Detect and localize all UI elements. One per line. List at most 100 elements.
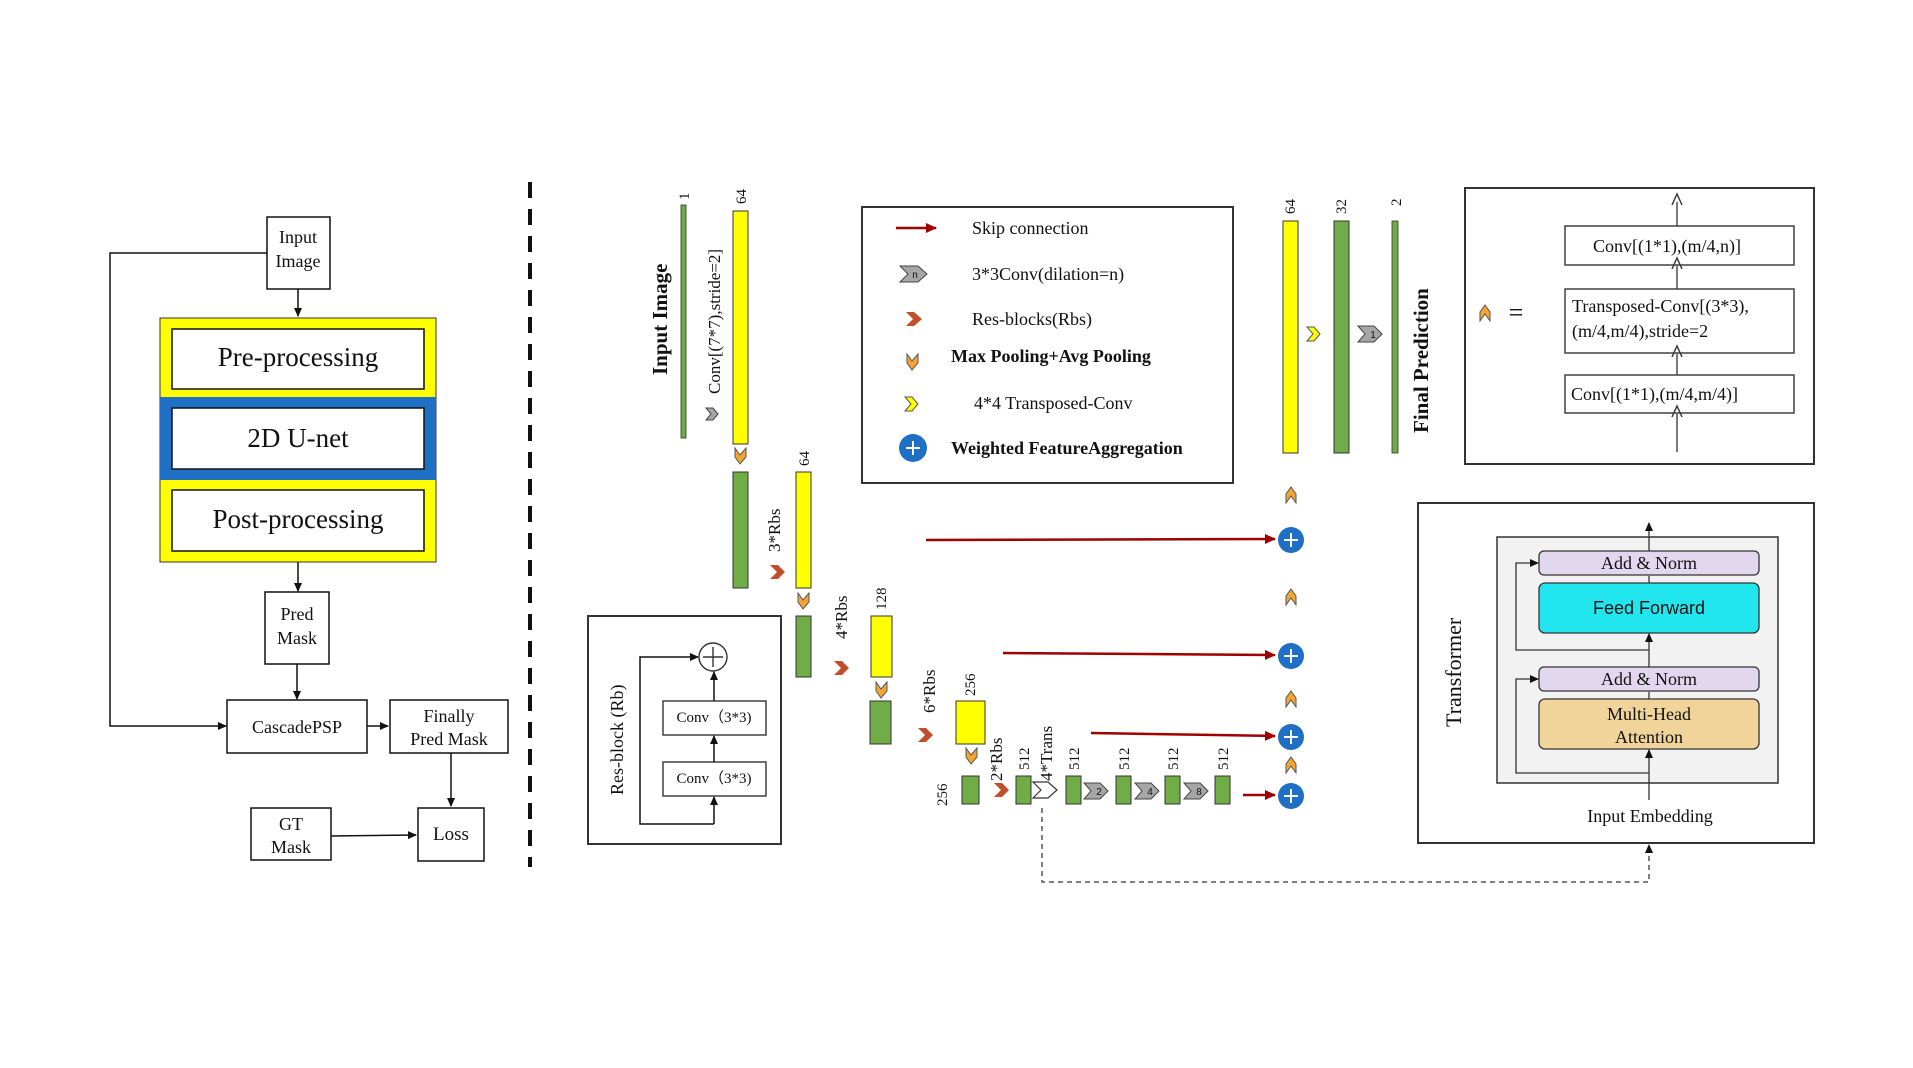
enc-bar-128 — [870, 615, 893, 678]
input-image-label: Input Image — [648, 264, 672, 375]
input-embedding-label: Input Embedding — [1587, 806, 1712, 826]
legend-pool-label: Max Pooling+Avg Pooling — [951, 346, 1151, 366]
channel-label-512d: 512 — [1166, 748, 1182, 771]
legend-wfa-label: Weighted FeatureAggregation — [951, 438, 1183, 458]
post-processing-box — [171, 489, 425, 552]
enc-bar-512e — [1214, 775, 1231, 805]
res-add-plus — [703, 647, 723, 667]
dec-channel-2: 2 — [1389, 199, 1405, 207]
legend-dil-icon-label: n — [912, 270, 918, 281]
skip-connections — [925, 534, 1276, 800]
dec-channel-64: 64 — [1283, 199, 1299, 215]
dil-label-8: 8 — [1196, 787, 1202, 798]
upsample-transposed-line1: Transposed-Conv[(3*3), — [1572, 296, 1749, 317]
transformer-title: Transformer — [1441, 617, 1466, 727]
loss-box — [417, 807, 485, 862]
dec-bar-64 — [1282, 220, 1299, 454]
enc-bar-64b — [795, 471, 812, 589]
final-prediction-label: Final Prediction — [1409, 288, 1433, 433]
rbs-icon-2 — [834, 661, 849, 675]
skip-arrow-2 — [1002, 649, 1276, 660]
pool-icon-1 — [734, 446, 747, 465]
channel-label-512a: 512 — [1017, 748, 1033, 771]
upsample-panel: = Conv[(1*1),(m/4,n)] Transposed-Conv[(3… — [1464, 187, 1815, 465]
enc-bar-256b — [961, 775, 980, 805]
pool-icon-2 — [797, 591, 810, 610]
wfa-plus-4 — [1284, 789, 1298, 803]
enc-bar-512b — [1065, 775, 1082, 805]
pipeline-flowchart: Input Image Pre-processing 2D U-net Post… — [109, 216, 509, 862]
enc-bar-512d — [1164, 775, 1181, 805]
rbs2-label: 2*Rbs — [987, 738, 1006, 781]
dec-channel-32: 32 — [1334, 199, 1350, 214]
finally-pred-mask-box — [389, 699, 509, 754]
wfa-node-4 — [1278, 783, 1304, 809]
pred-mask-box — [264, 591, 330, 665]
add-norm-bottom-label: Add & Norm — [1601, 669, 1697, 689]
rbs-icon-1 — [770, 565, 785, 579]
pool-icon-3 — [875, 680, 888, 699]
rbs3-label: 3*Rbs — [765, 509, 784, 552]
dil-icon-2 — [1082, 782, 1109, 800]
up-icon-0 — [1285, 486, 1297, 505]
wfa-plus-1 — [1284, 533, 1298, 547]
wfa-plus-2 — [1284, 649, 1298, 663]
transformer-panel: Transformer Add & Norm Feed Forward Add … — [1417, 502, 1815, 844]
cascadepsp-label: CascadePSP — [252, 717, 342, 737]
pre-processing-box — [171, 328, 425, 390]
dec-bar-32 — [1333, 220, 1350, 454]
dec-dil-icon — [1356, 325, 1383, 343]
bottleneck-to-transformer — [1041, 808, 1653, 883]
finally-pred-mask-line1: Finally — [423, 706, 474, 726]
up-icon-2 — [1285, 690, 1297, 709]
channel-label-1: 1 — [677, 193, 693, 201]
channel-label-128: 128 — [874, 588, 890, 611]
enc-bar-256a — [955, 700, 986, 745]
res-block-title: Res-block (Rb) — [607, 685, 628, 795]
decoder-network: 64 32 1 2 Final Prediction — [1282, 199, 1433, 454]
rbs4-label: 4*Rbs — [832, 596, 851, 639]
tf-residual-2 — [1515, 559, 1649, 651]
pool-icon-4 — [965, 746, 978, 765]
enc-bar-512a — [1015, 775, 1032, 805]
dec-dil-label: 1 — [1370, 330, 1376, 341]
enc-bar-64a — [732, 210, 749, 445]
legend-dil-label: 3*3Conv(dilation=n) — [972, 264, 1124, 285]
rbs6-label: 6*Rbs — [920, 670, 939, 713]
channel-label-256a: 256 — [963, 673, 979, 696]
enc-bar-512c — [1115, 775, 1132, 805]
input-image-line1: Input — [279, 227, 317, 247]
legend: Skip connection n 3*3Conv(dilation=n) Re… — [861, 206, 1234, 484]
input-image-bar — [680, 204, 687, 439]
channel-label-512c: 512 — [1117, 748, 1133, 771]
dil-icon-8 — [1182, 782, 1209, 800]
channel-label-256b: 256 — [935, 783, 951, 806]
res-block-panel: Res-block (Rb) Conv（3*3) Conv（3*3) — [587, 615, 782, 845]
wfa-column — [1278, 486, 1304, 809]
skip-arrow-3 — [1090, 730, 1276, 741]
dil-label-4: 4 — [1147, 787, 1153, 798]
dil-icon-4 — [1133, 782, 1160, 800]
loss-label: Loss — [433, 824, 469, 845]
res-conv2-box — [662, 761, 767, 797]
legend-pool-icon — [906, 352, 919, 371]
dil-label-2: 2 — [1096, 787, 1102, 798]
enc-bar-green-2 — [795, 615, 812, 678]
wfa-plus-3 — [1284, 730, 1298, 744]
legend-dil-icon — [898, 265, 928, 283]
legend-frame — [861, 206, 1234, 484]
channel-label-64a: 64 — [734, 189, 750, 205]
tf-residual-1 — [1515, 675, 1649, 774]
upsample-icon — [1479, 304, 1491, 323]
upsample-transposed-line2: (m/4,m/4),stride=2 — [1572, 321, 1708, 342]
channel-label-512b: 512 — [1067, 748, 1083, 771]
channel-label-512e: 512 — [1216, 748, 1232, 771]
conv-first-label: Conv[(7*7),stride=2] — [705, 249, 724, 394]
trans4-label: 4*Trans — [1037, 726, 1056, 781]
gt-mask-line1: GT — [279, 814, 303, 834]
res-conv2-label: Conv（3*3) — [676, 770, 751, 787]
channel-label-64b: 64 — [797, 451, 813, 467]
dec-trans-icon — [1305, 326, 1321, 342]
wfa-node-3 — [1278, 724, 1304, 750]
